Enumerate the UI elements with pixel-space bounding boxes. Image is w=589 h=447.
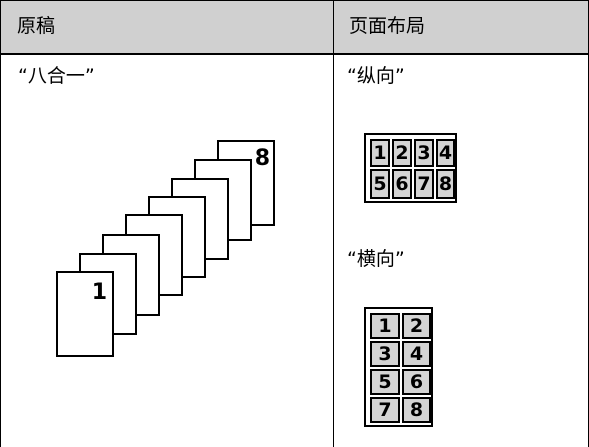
portrait-cell-1: 1 [370, 139, 390, 167]
portrait-cell-3: 3 [414, 139, 434, 167]
landscape-label: “横向” [347, 248, 405, 270]
landscape-cell-6: 6 [402, 369, 431, 395]
header-original: 原稿 [17, 15, 56, 37]
landscape-cell-3: 3 [370, 341, 400, 367]
mode-label: “八合一” [18, 65, 95, 87]
column-divider [333, 0, 334, 447]
page-number-1: 1 [91, 280, 107, 305]
landscape-cell-2: 2 [402, 313, 431, 339]
portrait-cell-4: 4 [436, 139, 455, 167]
page-number-8: 8 [254, 146, 270, 171]
portrait-cell-8: 8 [436, 169, 455, 199]
table-header [0, 0, 589, 55]
portrait-cell-2: 2 [392, 139, 412, 167]
portrait-cell-5: 5 [370, 169, 390, 199]
table-border-left [0, 0, 1, 447]
landscape-cell-1: 1 [370, 313, 400, 339]
portrait-cell-7: 7 [414, 169, 434, 199]
landscape-cell-5: 5 [370, 369, 400, 395]
portrait-layout-sheet: 1 2 3 4 5 6 7 8 [364, 133, 457, 203]
portrait-label: “纵向” [347, 65, 405, 87]
landscape-layout-sheet: 1 2 3 4 5 6 7 8 [364, 307, 433, 427]
landscape-cell-7: 7 [370, 397, 400, 423]
landscape-cell-4: 4 [402, 341, 431, 367]
header-page-layout: 页面布局 [349, 15, 426, 37]
portrait-cell-6: 6 [392, 169, 412, 199]
landscape-cell-8: 8 [402, 397, 431, 423]
page-1: 1 [56, 271, 114, 357]
